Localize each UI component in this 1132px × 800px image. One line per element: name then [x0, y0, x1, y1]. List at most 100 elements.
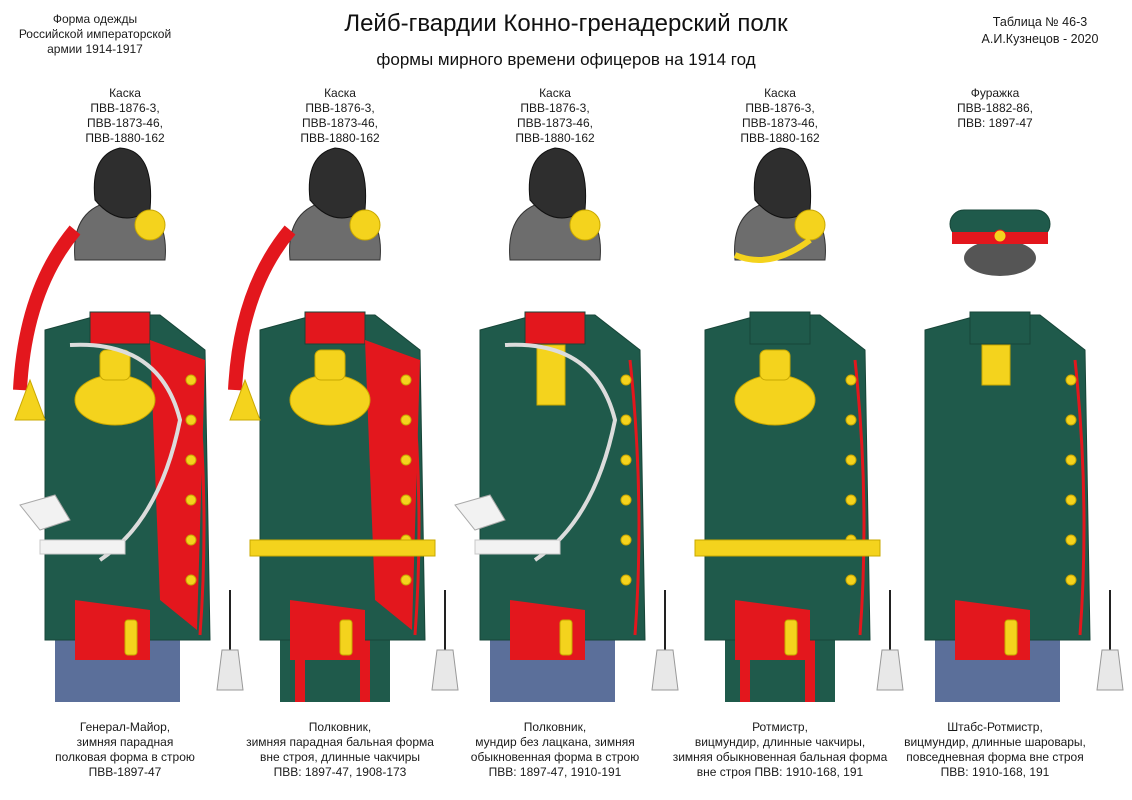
headwear-line: ПВВ-1873-46, [741, 116, 818, 130]
shoulder-board [981, 344, 1011, 386]
headwear-label-5: Фуражка ПВВ-1882-86, ПВВ: 1897-47 [905, 86, 1085, 131]
headwear-line: ПВВ-1876-3, [745, 101, 815, 115]
front-piping [628, 359, 641, 636]
headwear-line: ПВВ-1876-3, [305, 101, 375, 115]
sash [39, 539, 126, 555]
header-collection-label: Форма одежды Российской императорской ар… [10, 12, 180, 57]
caption-line: Штабс-Ротмистр, [947, 720, 1043, 734]
caption-line: ПВВ-1897-47 [88, 765, 162, 779]
button [1065, 534, 1077, 546]
caption-line: Полковник, [523, 720, 587, 734]
headwear-line: ПВВ-1873-46, [86, 116, 163, 130]
epaulette-top [314, 349, 346, 381]
trouser-stripe [740, 640, 750, 702]
button [400, 574, 412, 586]
headwear-line: ПВВ-1876-3, [90, 101, 160, 115]
headwear-line: Фуражка [970, 86, 1020, 100]
epaulette [289, 374, 371, 426]
trouser-stripe [295, 640, 305, 702]
front-piping [1073, 359, 1086, 636]
helmet-crest [93, 147, 152, 219]
plume [13, 225, 81, 391]
caption-line: зимняя парадная [76, 735, 174, 749]
caption-line: вне строя ПВВ: 1910-168, 191 [696, 765, 864, 779]
button [845, 374, 857, 386]
cuff-tassel [339, 619, 353, 656]
helmet-crest [753, 147, 812, 219]
aiguillette [69, 342, 183, 562]
caption-line: полковая форма в строю [55, 750, 195, 764]
button [620, 494, 632, 506]
button [185, 574, 197, 586]
sword-knot [651, 649, 679, 691]
caption-line: зимняя обыкновенная бальная форма [672, 750, 888, 764]
helmet-badge [569, 209, 601, 241]
caption-line: Полковник, [308, 720, 372, 734]
collar [524, 311, 586, 345]
cuff-tassel [784, 619, 798, 656]
headwear-line: ПВВ-1880-162 [85, 131, 165, 145]
headwear-label-2: Каска ПВВ-1876-3, ПВВ-1873-46, ПВВ-1880-… [250, 86, 430, 146]
plume [228, 225, 296, 391]
caption-line: ПВВ: 1897-47, 1910-191 [488, 765, 622, 779]
button [845, 494, 857, 506]
headwear-line: ПВВ: 1897-47 [957, 116, 1033, 130]
headwear-line: ПВВ-1882-86, [956, 101, 1033, 115]
sword-knot [216, 649, 244, 691]
button [1065, 414, 1077, 426]
header-left-line: Российской императорской [18, 27, 172, 41]
header-table-label: Таблица № 46-3 А.И.Кузнецов - 2020 [960, 14, 1120, 48]
header-left-line: Форма одежды [52, 12, 138, 26]
helmet-cord [733, 237, 812, 263]
caption-line: зимняя парадная бальная форма [246, 735, 434, 749]
helmet-crest [528, 147, 587, 219]
cuff [510, 600, 585, 660]
button [400, 374, 412, 386]
epaulette [74, 374, 156, 426]
headwear-line: ПВВ-1880-162 [740, 131, 820, 145]
epaulette [734, 374, 816, 426]
helmet-badge [134, 209, 166, 241]
gold-belt [694, 539, 881, 557]
cuff-tassel [559, 619, 573, 656]
cuff [735, 600, 810, 660]
headwear-line: Каска [764, 86, 796, 100]
trouser-stripe [805, 640, 815, 702]
caption-3: Полковник, мундир без лацкана, зимняя об… [445, 720, 665, 780]
glove [19, 494, 71, 531]
button [400, 454, 412, 466]
page-subtitle: формы мирного времени офицеров на 1914 г… [376, 50, 756, 69]
button [620, 414, 632, 426]
plume-tassel [229, 378, 261, 421]
header-right-line: А.И.Кузнецов - 2020 [981, 32, 1099, 46]
aiguillette [504, 342, 618, 562]
headwear-line: ПВВ-1880-162 [515, 131, 595, 145]
cap-cockade [993, 229, 1007, 243]
button [620, 374, 632, 386]
headwear-line: ПВВ-1880-162 [300, 131, 380, 145]
caption-line: вицмундир, длинные шаровары, [904, 735, 1086, 749]
cuff-tassel [1004, 619, 1018, 656]
cuff-tassel [124, 619, 138, 656]
button [185, 494, 197, 506]
plume-tassel [14, 378, 46, 421]
caption-4: Ротмистр, вицмундир, длинные чакчиры, зи… [670, 720, 890, 780]
helmet-badge [349, 209, 381, 241]
caption-line: повседневная форма вне строя [906, 750, 1084, 764]
button [185, 534, 197, 546]
headwear-line: Каска [539, 86, 571, 100]
collar [749, 311, 811, 345]
caption-line: мундир без лацкана, зимняя [475, 735, 635, 749]
caption-2: Полковник, зимняя парадная бальная форма… [230, 720, 450, 780]
button [620, 574, 632, 586]
caption-line: вне строя, длинные чакчиры [259, 750, 421, 764]
collar [304, 311, 366, 345]
headwear-line: ПВВ-1873-46, [301, 116, 378, 130]
button [400, 414, 412, 426]
front-piping [853, 359, 866, 636]
cuff [75, 600, 150, 660]
button [620, 454, 632, 466]
helmet-badge [794, 209, 826, 241]
caption-1: Генерал-Майор, зимняя парадная полковая … [15, 720, 235, 780]
